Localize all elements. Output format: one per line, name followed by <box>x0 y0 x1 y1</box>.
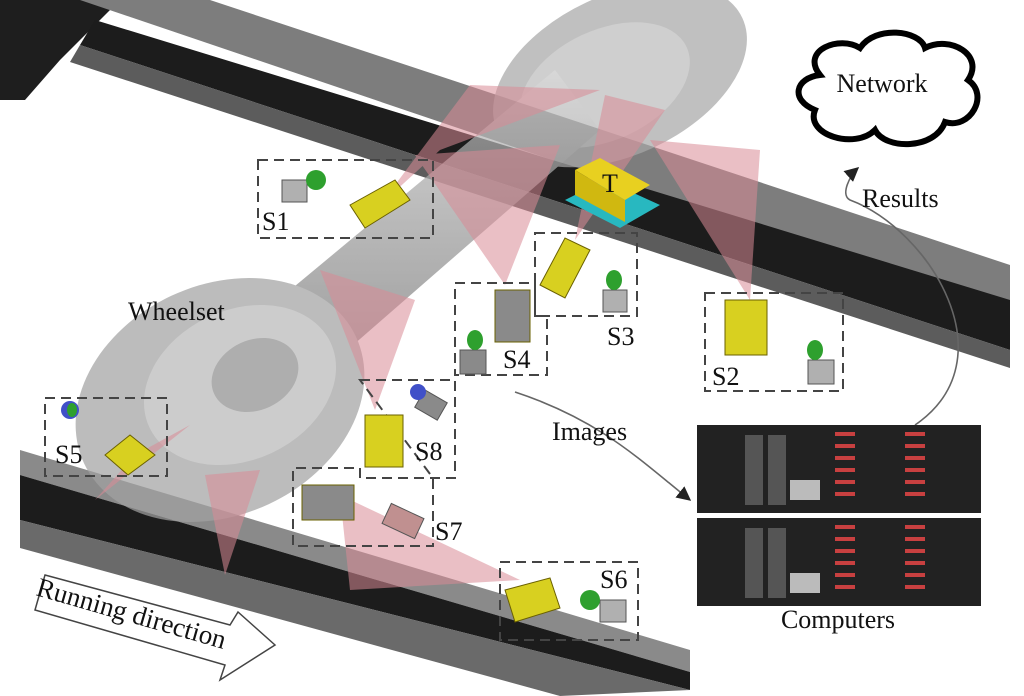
results-label: Results <box>862 184 939 213</box>
sensor-label-s1: S1 <box>262 207 289 236</box>
sensor-label-s4: S4 <box>503 345 530 374</box>
network-cloud <box>795 29 981 148</box>
sensor-box-s3 <box>534 232 638 317</box>
corner-shadow <box>0 0 120 100</box>
sensor-label-s8: S8 <box>415 437 442 466</box>
laser-projectors <box>104 179 768 623</box>
images-label: Images <box>552 417 627 446</box>
target-block <box>565 158 660 228</box>
sensor-box-s2 <box>704 292 844 392</box>
sensor-label-s2: S2 <box>712 362 739 391</box>
sensor-box-s8-s7 <box>292 379 456 547</box>
wheelset-label: Wheelset <box>128 297 226 326</box>
cameras <box>61 170 835 623</box>
running-direction-arrow <box>34 574 277 682</box>
sensor-box-s1 <box>257 159 434 239</box>
sensor-label-s7: S7 <box>435 517 462 546</box>
sensor-label-s5: S5 <box>55 440 82 469</box>
sensor-group-boxes <box>44 159 844 641</box>
target-label: T <box>602 169 618 198</box>
connectors <box>514 167 959 501</box>
sensor-box-s5 <box>44 397 168 477</box>
sensor-box-s4 <box>454 282 548 376</box>
network-label: Network <box>837 69 928 98</box>
sensor-label-s6: S6 <box>600 565 627 594</box>
sensor-label-s3: S3 <box>607 322 634 351</box>
computers <box>697 425 981 606</box>
sensor-box-s6 <box>499 561 639 641</box>
computers-label: Computers <box>781 605 895 634</box>
